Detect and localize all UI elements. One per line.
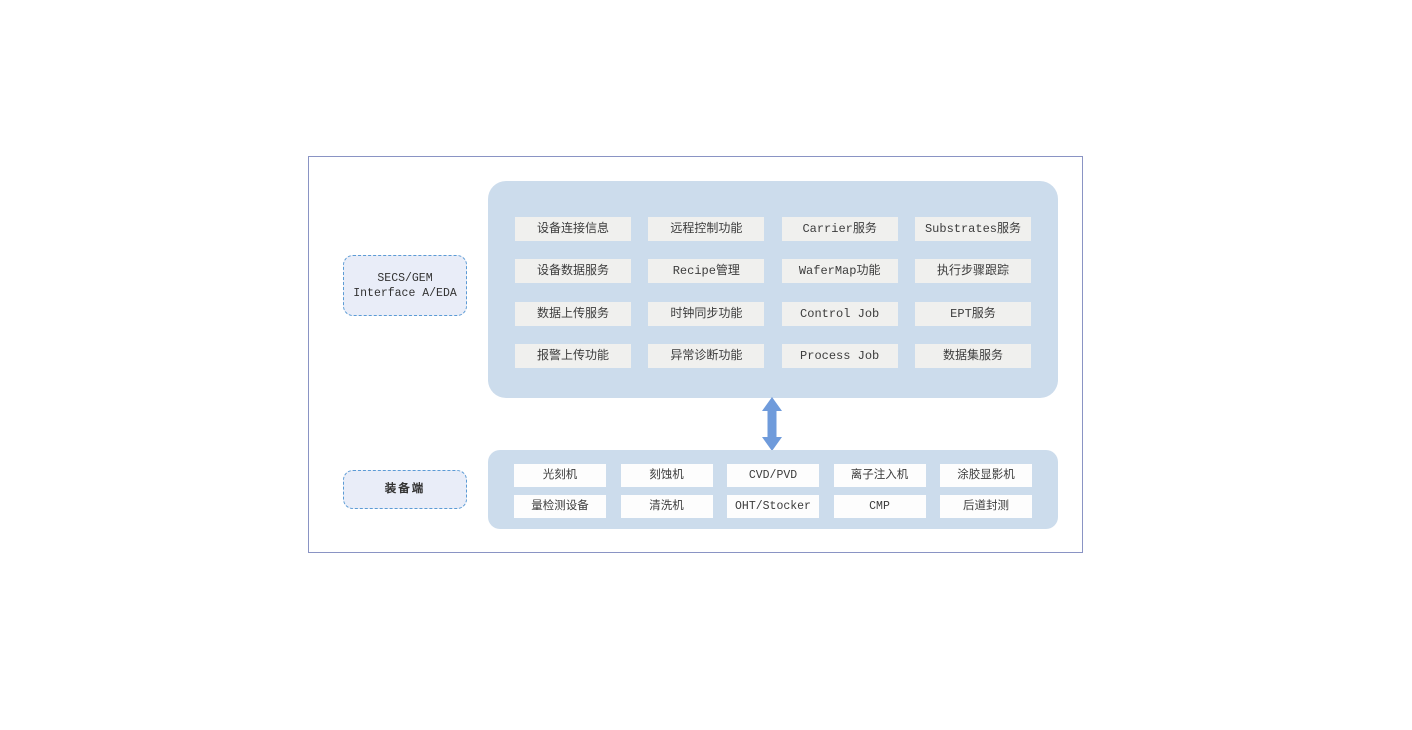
equipment-row-2: 量检测设备 清洗机 OHT/Stocker CMP 后道封测: [514, 495, 1032, 518]
equipment-box: 离子注入机: [833, 464, 926, 487]
bidirectional-arrow-icon: [762, 397, 782, 451]
function-box: 数据集服务: [914, 343, 1031, 368]
functions-panel: 设备连接信息 远程控制功能 Carrier服务 Substrates服务 设备数…: [488, 181, 1058, 398]
secs-gem-interface-label: SECS/GEM Interface A/EDA: [343, 255, 467, 316]
equipment-box: 涂胶显影机: [940, 464, 1032, 487]
function-box: Substrates服务: [914, 217, 1031, 241]
function-box: EPT服务: [914, 301, 1031, 326]
function-box: Process Job: [781, 343, 898, 368]
equipment-box: OHT/Stocker: [727, 495, 819, 518]
equipment-panel: 光刻机 刻蚀机 CVD/PVD 离子注入机 涂胶显影机 量检测设备 清洗机 OH…: [488, 450, 1058, 529]
function-box: 远程控制功能: [648, 217, 765, 241]
function-box: 设备数据服务: [515, 259, 631, 284]
functions-row-2: 设备数据服务 Recipe管理 WaferMap功能 执行步骤跟踪: [515, 259, 1031, 284]
function-box: Recipe管理: [648, 259, 765, 284]
secs-gem-label-line2: Interface A/EDA: [353, 286, 457, 300]
equipment-box: CVD/PVD: [727, 464, 819, 487]
function-box: 执行步骤跟踪: [914, 259, 1031, 284]
function-box: Carrier服务: [781, 217, 898, 241]
equipment-box: 光刻机: [514, 464, 606, 487]
functions-row-1: 设备连接信息 远程控制功能 Carrier服务 Substrates服务: [515, 217, 1031, 241]
function-box: 数据上传服务: [515, 301, 631, 326]
diagram-outer-frame: SECS/GEM Interface A/EDA 装备端 设备连接信息 远程控制…: [308, 156, 1083, 553]
function-box: 设备连接信息: [515, 217, 631, 241]
equipment-side-label-text: 装备端: [384, 483, 426, 496]
equipment-box: 量检测设备: [514, 495, 606, 518]
equipment-box: 后道封测: [940, 495, 1032, 518]
equipment-box: 刻蚀机: [620, 464, 713, 487]
functions-row-4: 报警上传功能 异常诊断功能 Process Job 数据集服务: [515, 343, 1031, 368]
function-box: 异常诊断功能: [648, 343, 765, 368]
secs-gem-label-line1: SECS/GEM: [377, 271, 433, 285]
function-box: WaferMap功能: [781, 259, 898, 284]
equipment-side-label: 装备端: [343, 470, 467, 509]
functions-row-3: 数据上传服务 时钟同步功能 Control Job EPT服务: [515, 301, 1031, 326]
equipment-box: CMP: [833, 495, 926, 518]
function-box: Control Job: [781, 301, 898, 326]
equipment-row-1: 光刻机 刻蚀机 CVD/PVD 离子注入机 涂胶显影机: [514, 464, 1032, 487]
function-box: 报警上传功能: [515, 343, 631, 368]
function-box: 时钟同步功能: [648, 301, 765, 326]
equipment-box: 清洗机: [620, 495, 713, 518]
